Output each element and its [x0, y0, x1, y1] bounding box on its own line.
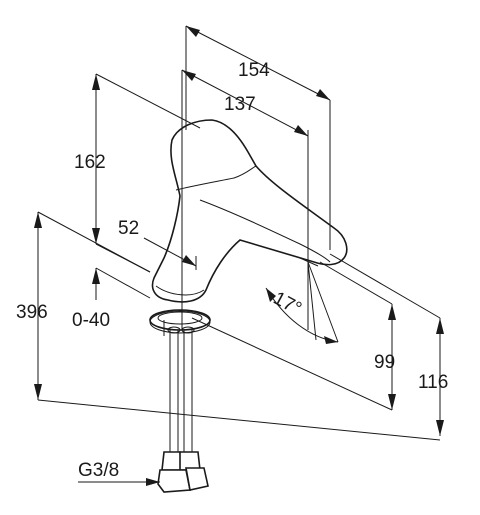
dim-52-label: 52 — [118, 218, 139, 239]
supply-hoses — [157, 320, 209, 493]
dim-154: 154 — [185, 25, 331, 250]
connection-label: G3/8 — [78, 460, 119, 481]
callout-g38: G3/8 — [78, 460, 160, 486]
faucet-body — [151, 119, 348, 303]
dim-137: 137 — [181, 69, 309, 330]
dim-162-label: 162 — [74, 152, 106, 173]
dim-396-label: 396 — [16, 302, 48, 323]
dim-0-40: 0-40 — [72, 267, 151, 331]
dim-116-label: 116 — [418, 372, 448, 393]
dim-0-40-label: 0-40 — [72, 310, 110, 331]
dim-137-label: 137 — [224, 94, 256, 115]
dim-angle-label: 17° — [270, 288, 305, 320]
dim-116: 116 — [329, 253, 448, 436]
mounting-ring — [149, 309, 211, 334]
dim-99-label: 99 — [374, 352, 395, 373]
dim-396: 396 — [16, 211, 441, 441]
dim-99: 99 — [191, 261, 396, 411]
dim-52: 52 — [118, 218, 197, 270]
dim-angle-17: 17° — [265, 261, 339, 344]
dim-162: 162 — [74, 73, 201, 273]
dim-154-label: 154 — [238, 60, 270, 81]
